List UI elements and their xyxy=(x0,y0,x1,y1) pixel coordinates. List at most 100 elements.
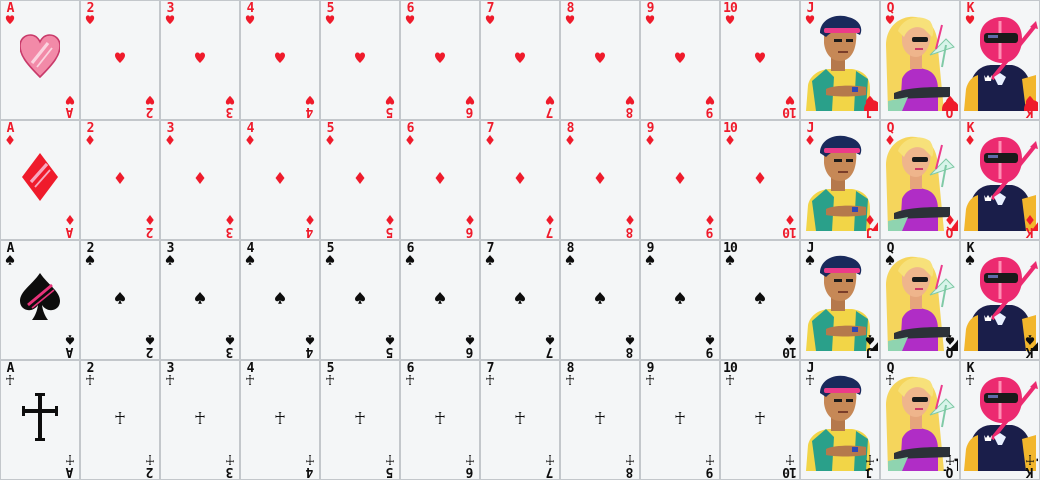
center-diamond-icon xyxy=(354,172,366,184)
king-character-icon xyxy=(964,255,1038,351)
rank-label: 9 xyxy=(646,361,655,376)
rank-label: Q xyxy=(886,1,895,16)
cross-icon xyxy=(385,455,395,465)
center-heart-icon xyxy=(354,52,366,64)
diamond-icon xyxy=(545,215,555,225)
spade-icon xyxy=(305,335,315,345)
cross-icon xyxy=(885,375,895,385)
heart-icon xyxy=(1025,95,1035,105)
corner-index-top-left: 9 xyxy=(643,362,657,385)
rank-label: 10 xyxy=(783,224,797,239)
rank-label: 5 xyxy=(386,224,394,239)
rank-label: 3 xyxy=(166,241,175,256)
ace-spade-icon xyxy=(20,272,60,322)
rank-label: 2 xyxy=(86,361,95,376)
cross-icon xyxy=(945,455,955,465)
corner-index-bottom-right: Q xyxy=(943,455,957,479)
diamond-icon xyxy=(145,215,155,225)
corner-index-top-left: 2 xyxy=(83,122,97,145)
cross-icon xyxy=(245,375,255,385)
jack-character-icon xyxy=(804,135,878,231)
rank-label: Q xyxy=(946,344,954,359)
corner-index-bottom-right: 9 xyxy=(703,215,717,239)
rank-label: 6 xyxy=(466,224,474,239)
corner-index-bottom-right: 7 xyxy=(543,335,557,359)
corner-index-bottom-right: Q xyxy=(943,215,957,239)
queen-character-icon xyxy=(884,375,958,471)
corner-index-top-left: 6 xyxy=(403,362,417,385)
heart-icon xyxy=(705,95,715,105)
rank-label: J xyxy=(866,344,874,359)
rank-label: 2 xyxy=(146,344,154,359)
rank-label: 4 xyxy=(246,241,255,256)
rank-label: 5 xyxy=(386,464,394,479)
rank-label: A xyxy=(66,464,74,479)
cross-icon xyxy=(805,375,815,385)
corner-index-top-left: 5 xyxy=(323,362,337,385)
diamond-icon xyxy=(225,215,235,225)
corner-index-top-left: K xyxy=(963,362,977,385)
rank-label: 8 xyxy=(566,1,575,16)
spade-icon xyxy=(785,335,795,345)
center-heart-icon xyxy=(274,52,286,64)
center-cross-icon xyxy=(274,412,286,424)
center-spade-icon xyxy=(194,292,206,304)
corner-index-top-left: 7 xyxy=(483,362,497,385)
queen-character-icon xyxy=(884,135,958,231)
spade-icon xyxy=(405,255,415,265)
rank-label: J xyxy=(806,121,815,136)
